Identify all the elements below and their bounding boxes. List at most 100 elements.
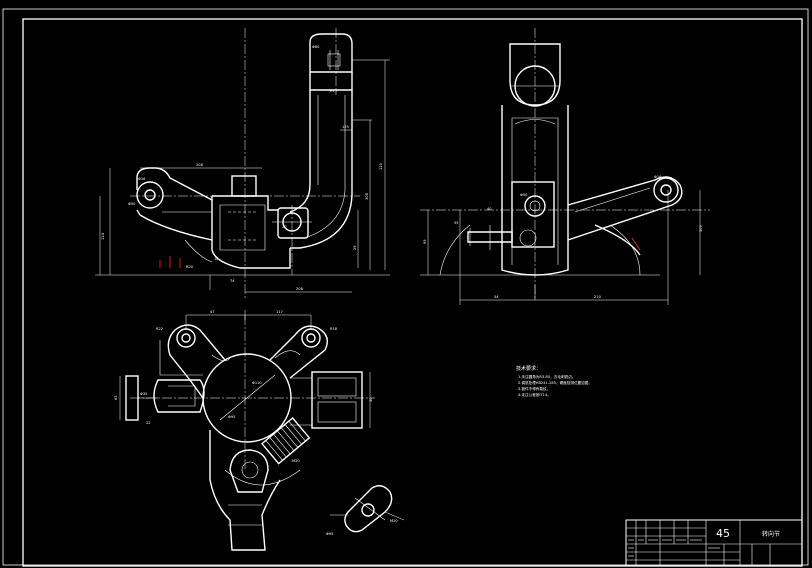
side-stub-axle [467, 231, 513, 243]
top-right-eye-hole [306, 333, 316, 343]
top-right-block-lower [317, 401, 357, 423]
dim-label: Φ95 [228, 415, 235, 419]
side-arc-right [609, 224, 641, 276]
side-view: 210 54 300 99 55 Φ50 40 Φ16 [420, 28, 710, 305]
top-right-block [311, 371, 363, 429]
detail-center [354, 497, 386, 521]
left-lever-bottom [139, 214, 213, 241]
top-lower-arc [224, 469, 301, 486]
dim-label: 20 [282, 225, 287, 229]
dim-label: R22 [156, 327, 163, 331]
title-block-frame [625, 519, 803, 567]
detail-leader-2 [384, 511, 405, 521]
dim-label: Φ50 [128, 202, 136, 206]
red-mark [631, 237, 641, 251]
thread-line [277, 430, 295, 451]
body-top-lug [231, 175, 257, 197]
top-right-upper-arm [269, 325, 328, 379]
side-lever-arm [567, 176, 683, 241]
dim-label: 210 [594, 295, 602, 299]
dim-label: 63 [114, 395, 118, 400]
arm-left-edge [289, 90, 311, 213]
thread-line [265, 440, 283, 461]
material-label: 45 [716, 527, 730, 540]
dim-label: 55 [454, 221, 459, 225]
top-lower-arm-slot [229, 449, 269, 493]
top-left-eye-hole [181, 333, 191, 343]
front-view: 208 114 208 74 120 308 29 Φ60 Φ50 R20 R1… [95, 28, 390, 300]
dim-label: 208 [296, 287, 304, 291]
dim-label: 117 [276, 310, 283, 314]
dim-label: R20 [186, 265, 194, 269]
top-left-fillet [211, 354, 231, 362]
part-name-label: 转向节 [762, 530, 780, 538]
detail-label: Φ95 [326, 532, 333, 536]
thread-line [280, 427, 299, 448]
top-lower-arm [209, 430, 281, 551]
top-view: 47 117 Φ110 Φ95 R22 R18 Φ35 M20 30 63 22 [114, 310, 375, 551]
dim-label: Φ16 [654, 175, 662, 179]
dim-label: 29 [353, 245, 357, 250]
dim-label: R18 [330, 327, 338, 331]
dim-label: 99 [423, 239, 427, 244]
side-lever-hole [660, 184, 672, 196]
top-eye-neck [309, 72, 353, 91]
body-inner-rect [219, 204, 266, 251]
tech-req-item: 3.锻件不得有裂纹。 [518, 386, 550, 391]
side-lever-rib [594, 224, 641, 256]
left-lever-eye [136, 181, 164, 209]
top-eye-hole [327, 53, 341, 67]
dim-label: 22 [146, 421, 151, 425]
dim-label: 47 [210, 310, 215, 314]
red-mark [159, 256, 181, 268]
dim-label: 54 [494, 295, 499, 299]
top-right-block-upper [317, 377, 357, 397]
dim-label: 208 [196, 163, 204, 167]
dim-label: 30 [369, 397, 373, 402]
detail-hole [361, 503, 375, 517]
detail-label: M20 [390, 519, 398, 523]
dim-label: R15 [330, 89, 337, 93]
top-right-eye [301, 328, 321, 348]
tech-req-heading: 技术要求： [516, 365, 541, 372]
section-detail: Φ95 M20 [326, 485, 405, 536]
side-lever-eye [653, 177, 679, 203]
dim-label: 16 [214, 257, 219, 261]
title-block: 45 转向节 [625, 519, 803, 567]
dim-label: Φ35 [140, 392, 147, 396]
top-right-fillet [274, 350, 301, 359]
dim-label: 74 [230, 279, 235, 283]
left-lever-fillet [184, 239, 213, 263]
dim-label: 40 [487, 207, 492, 211]
thread-line [269, 437, 287, 458]
dim-label: 308 [365, 192, 369, 200]
left-lever-hole [144, 189, 156, 201]
side-kingpin-bore [524, 195, 546, 217]
top-left-upper-arm [167, 324, 226, 399]
arm-inner-right [304, 95, 346, 239]
body-hidden-lines [228, 211, 258, 241]
side-kingpin-inner [529, 200, 541, 212]
body-outline [211, 196, 291, 269]
side-arc-left [439, 224, 471, 276]
dim-label: 114 [101, 232, 105, 240]
tech-req-item: 1.未注圆角为R3-R5，去毛刺锐边。 [518, 374, 575, 379]
dim-label: Φ110 [252, 381, 262, 385]
side-lever-inner [574, 187, 651, 213]
tech-req-item: 4.未注公差按IT14。 [518, 392, 551, 397]
dim-label: 120 [379, 162, 383, 170]
dim-label: Φ50 [520, 193, 528, 197]
side-lower-boss [519, 229, 537, 247]
side-top-eye-boss [509, 43, 561, 106]
inner-frame [22, 18, 803, 567]
top-left-stub-inner [168, 385, 196, 407]
dim-label: 125 [342, 125, 349, 129]
thread-line [284, 424, 302, 445]
technical-requirements: 技术要求： 1.未注圆角为R3-R5，去毛刺锐边。 2.调质处理HB241-28… [516, 365, 592, 397]
top-left-stub [153, 379, 205, 413]
top-left-web [159, 340, 203, 376]
dim-label: 300 [699, 224, 703, 232]
spindle-hub [277, 207, 309, 239]
